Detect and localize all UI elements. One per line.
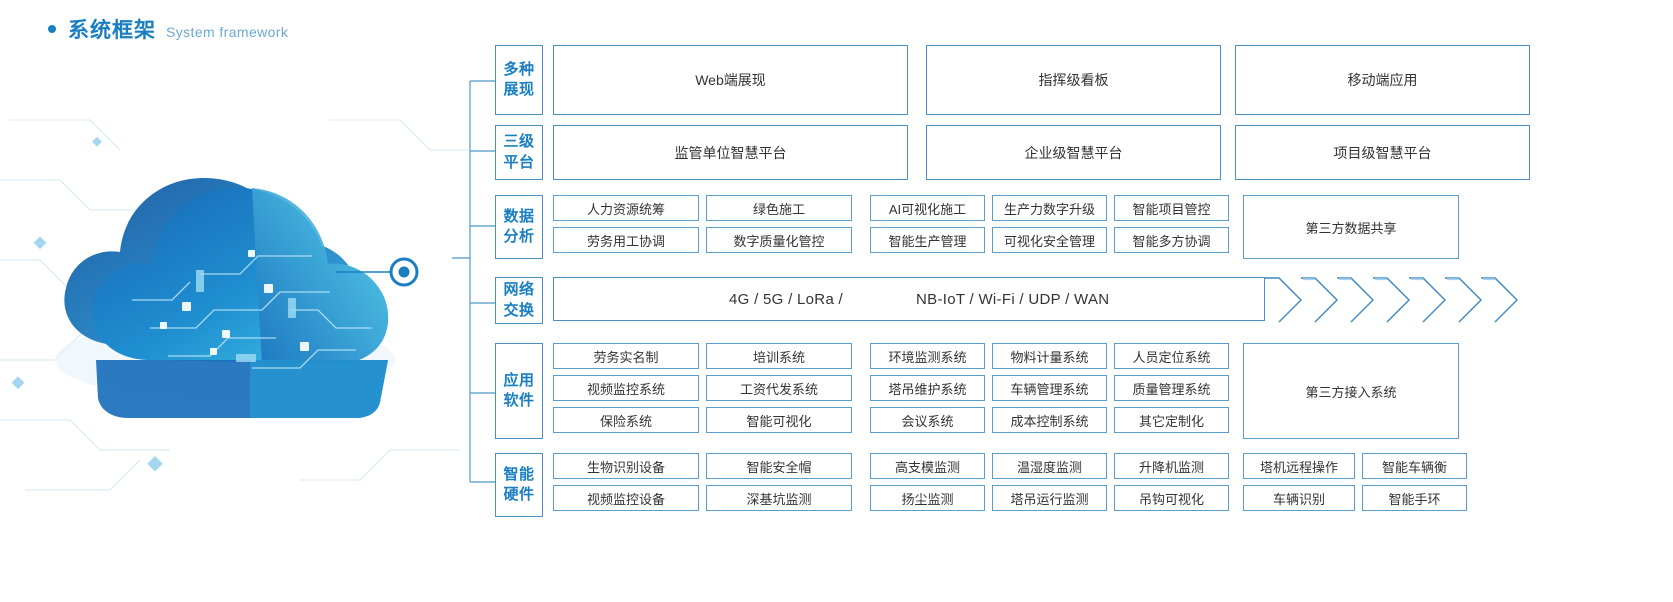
cell-digital-quality-control[interactable]: 数字质量化管控 [706, 227, 852, 253]
row-label-hardware: 智能 硬件 [495, 453, 543, 517]
cell-vehicle-recognition[interactable]: 车辆识别 [1243, 485, 1355, 511]
cell-smart-weighbridge[interactable]: 智能车辆衡 [1362, 453, 1467, 479]
row-platform: 三级 平台 监管单位智慧平台 企业级智慧平台 项目级智慧平台 [495, 125, 1552, 180]
group-hw-far: 塔机远程操作 智能车辆衡 车辆识别 智能手环 [1243, 453, 1467, 517]
row-data-analysis: 数据 分析 人力资源统筹 绿色施工 劳务用工协调 数字质量化管控 AI可视化施工… [495, 195, 1552, 259]
box-mobile-app[interactable]: 移动端应用 [1235, 45, 1530, 115]
cell-vehicle-management[interactable]: 车辆管理系统 [992, 375, 1107, 401]
cell-smart-wristband[interactable]: 智能手环 [1362, 485, 1467, 511]
row-label-application: 应用 软件 [495, 343, 543, 439]
row-label-line2: 硬件 [503, 486, 535, 503]
cell-video-surveillance-device[interactable]: 视频监控设备 [553, 485, 699, 511]
page-title-cn: 系统框架 [68, 19, 156, 42]
cell-training-system[interactable]: 培训系统 [706, 343, 852, 369]
cell-deep-pit-monitoring[interactable]: 深基坑监测 [706, 485, 852, 511]
connector-tree [452, 80, 495, 483]
box-regulator-platform[interactable]: 监管单位智慧平台 [553, 125, 908, 180]
cell-video-surveillance-system[interactable]: 视频监控系统 [553, 375, 699, 401]
cell-crane-operation-monitoring[interactable]: 塔吊运行监测 [992, 485, 1107, 511]
cell-smart-multiparty-coord[interactable]: 智能多方协调 [1114, 227, 1229, 253]
row-label-line1: 应用 [503, 371, 535, 389]
row-label-line1: 多种 [503, 60, 535, 78]
system-framework-diagram: 多种 展现 Web端展现 指挥级看板 移动端应用 三级 平台 监管单位智慧平台 … [452, 45, 1552, 525]
cell-tower-remote-operation[interactable]: 塔机远程操作 [1243, 453, 1355, 479]
cell-environment-monitoring[interactable]: 环境监测系统 [870, 343, 985, 369]
box-command-dashboard[interactable]: 指挥级看板 [926, 45, 1221, 115]
cell-temp-humidity-monitoring[interactable]: 温湿度监测 [992, 453, 1107, 479]
cell-visual-safety-mgmt[interactable]: 可视化安全管理 [992, 227, 1107, 253]
group-hw-left: 生物识别设备 智能安全帽 视频监控设备 深基坑监测 [553, 453, 852, 517]
row-label-line1: 智能 [503, 465, 535, 483]
row-label-line1: 网络 [503, 281, 535, 299]
box-third-party-access-system[interactable]: 第三方接入系统 [1243, 343, 1459, 439]
row-label-line2: 展现 [503, 81, 535, 98]
box-enterprise-platform[interactable]: 企业级智慧平台 [926, 125, 1221, 180]
row-label-line2: 交换 [503, 301, 535, 319]
cell-payroll-system[interactable]: 工资代发系统 [706, 375, 852, 401]
box-project-platform[interactable]: 项目级智慧平台 [1235, 125, 1530, 180]
cell-labor-real-name[interactable]: 劳务实名制 [553, 343, 699, 369]
cloud-network-illustration [0, 60, 470, 530]
page-title-en: System framework [166, 24, 289, 40]
row-label-line1: 三级 [503, 133, 535, 151]
group-app-right: 环境监测系统 物料计量系统 人员定位系统 塔吊维护系统 车辆管理系统 质量管理系… [870, 343, 1229, 439]
row-label-line2: 软件 [503, 392, 535, 409]
cell-smart-visualization[interactable]: 智能可视化 [706, 407, 852, 433]
cell-insurance-system[interactable]: 保险系统 [553, 407, 699, 433]
row-application: 应用 软件 劳务实名制 培训系统 视频监控系统 工资代发系统 保险系统 智能可视… [495, 343, 1552, 439]
box-third-party-data-sharing[interactable]: 第三方数据共享 [1243, 195, 1459, 259]
group-data-right: AI可视化施工 生产力数字升级 智能项目管控 智能生产管理 可视化安全管理 智能… [870, 195, 1229, 259]
cell-smart-production-mgmt[interactable]: 智能生产管理 [870, 227, 985, 253]
cell-hoist-monitoring[interactable]: 升降机监测 [1114, 453, 1229, 479]
cell-cost-control-system[interactable]: 成本控制系统 [992, 407, 1107, 433]
row-label-presentation: 多种 展现 [495, 45, 543, 115]
row-label-platform: 三级 平台 [495, 125, 543, 180]
group-hw-right: 高支模监测 温湿度监测 升降机监测 扬尘监测 塔吊运行监测 吊钩可视化 [870, 453, 1229, 517]
row-hardware: 智能 硬件 生物识别设备 智能安全帽 视频监控设备 深基坑监测 高支模监测 温湿… [495, 453, 1552, 517]
cell-green-construction[interactable]: 绿色施工 [706, 195, 852, 221]
row-label-line2: 分析 [503, 228, 535, 245]
cell-hook-visualization[interactable]: 吊钩可视化 [1114, 485, 1229, 511]
cell-meeting-system[interactable]: 会议系统 [870, 407, 985, 433]
row-label-network: 网络 交换 [495, 277, 543, 324]
cell-quality-management[interactable]: 质量管理系统 [1114, 375, 1229, 401]
cell-biometric-device[interactable]: 生物识别设备 [553, 453, 699, 479]
cell-high-formwork-monitoring[interactable]: 高支模监测 [870, 453, 985, 479]
cell-smart-helmet[interactable]: 智能安全帽 [706, 453, 852, 479]
cell-personnel-positioning[interactable]: 人员定位系统 [1114, 343, 1229, 369]
bullet-dot-icon [48, 25, 56, 33]
row-presentation: 多种 展现 Web端展现 指挥级看板 移动端应用 [495, 45, 1552, 115]
group-data-left: 人力资源统筹 绿色施工 劳务用工协调 数字质量化管控 [553, 195, 852, 259]
page-title: 系统框架 System framework [48, 14, 288, 44]
network-text-2: NB-IoT / Wi-Fi / UDP / WAN [916, 290, 1110, 308]
cell-productivity-upgrade[interactable]: 生产力数字升级 [992, 195, 1107, 221]
cell-crane-maintenance[interactable]: 塔吊维护系统 [870, 375, 985, 401]
box-web-presentation[interactable]: Web端展现 [553, 45, 908, 115]
row-label-line2: 平台 [503, 153, 535, 171]
cell-material-metering[interactable]: 物料计量系统 [992, 343, 1107, 369]
cell-labor-coordination[interactable]: 劳务用工协调 [553, 227, 699, 253]
row-label-data-analysis: 数据 分析 [495, 195, 543, 259]
cell-ai-visual-construction[interactable]: AI可视化施工 [870, 195, 985, 221]
network-text-1: 4G / 5G / LoRa / [729, 290, 844, 308]
box-network-protocols[interactable]: 4G / 5G / LoRa / NB-IoT / Wi-Fi / UDP / … [553, 277, 1265, 321]
network-flow-arrows [1265, 277, 1535, 323]
cell-other-customization[interactable]: 其它定制化 [1114, 407, 1229, 433]
cell-smart-project-control[interactable]: 智能项目管控 [1114, 195, 1229, 221]
row-label-line1: 数据 [503, 207, 535, 225]
row-network: 网络 交换 4G / 5G / LoRa / NB-IoT / Wi-Fi / … [495, 277, 1567, 324]
cell-dust-monitoring[interactable]: 扬尘监测 [870, 485, 985, 511]
cell-hr-coordination[interactable]: 人力资源统筹 [553, 195, 699, 221]
group-app-left: 劳务实名制 培训系统 视频监控系统 工资代发系统 保险系统 智能可视化 [553, 343, 852, 439]
